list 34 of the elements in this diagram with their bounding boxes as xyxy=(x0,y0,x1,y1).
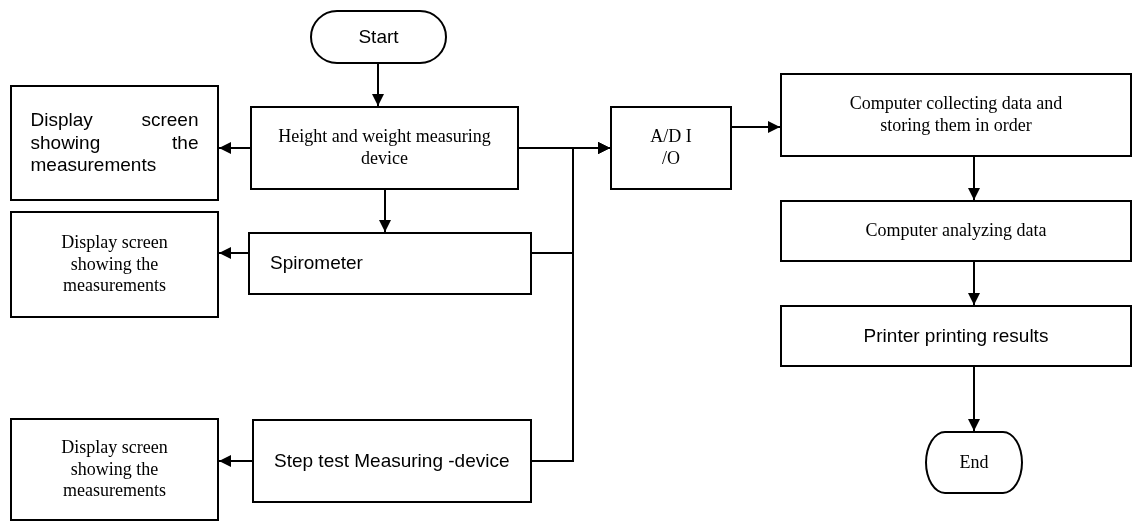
arrow xyxy=(531,142,611,462)
node-label: Display screen showing the measurements xyxy=(60,437,169,502)
process-box xyxy=(780,305,1132,367)
arrow xyxy=(379,189,391,233)
process-box xyxy=(250,106,519,190)
node-label: Computer collecting data and storing them in order xyxy=(848,93,1064,137)
process-box xyxy=(610,106,732,190)
node-label: Height and weight measuring device xyxy=(277,126,492,170)
arrow xyxy=(968,366,980,432)
node-label: Display screen showing the measurements xyxy=(60,232,169,297)
arrow xyxy=(218,247,249,259)
node-label: Computer analyzing data xyxy=(864,220,1048,242)
process-box xyxy=(780,200,1132,262)
arrow xyxy=(731,121,781,133)
node-label: Step test Measuring -device xyxy=(274,449,511,473)
process-box xyxy=(10,211,219,318)
arrow xyxy=(218,455,253,467)
process-box xyxy=(10,418,219,521)
arrow xyxy=(968,261,980,306)
process-box xyxy=(10,85,219,201)
arrow xyxy=(968,156,980,201)
node-label: Spirometer xyxy=(270,252,364,275)
node-label: Start xyxy=(358,25,399,49)
process-box xyxy=(780,73,1132,157)
node-label: Printer printing results xyxy=(862,324,1050,348)
process-box xyxy=(248,232,532,295)
process-box xyxy=(252,419,532,503)
node-label: A/D I /O xyxy=(649,126,693,170)
arrow xyxy=(372,63,384,107)
terminal-shape xyxy=(925,431,1023,494)
terminal-shape xyxy=(310,10,447,64)
node-label: Display screen showing the measurements xyxy=(30,108,199,178)
node-label: End xyxy=(959,451,989,474)
arrow xyxy=(218,142,251,154)
